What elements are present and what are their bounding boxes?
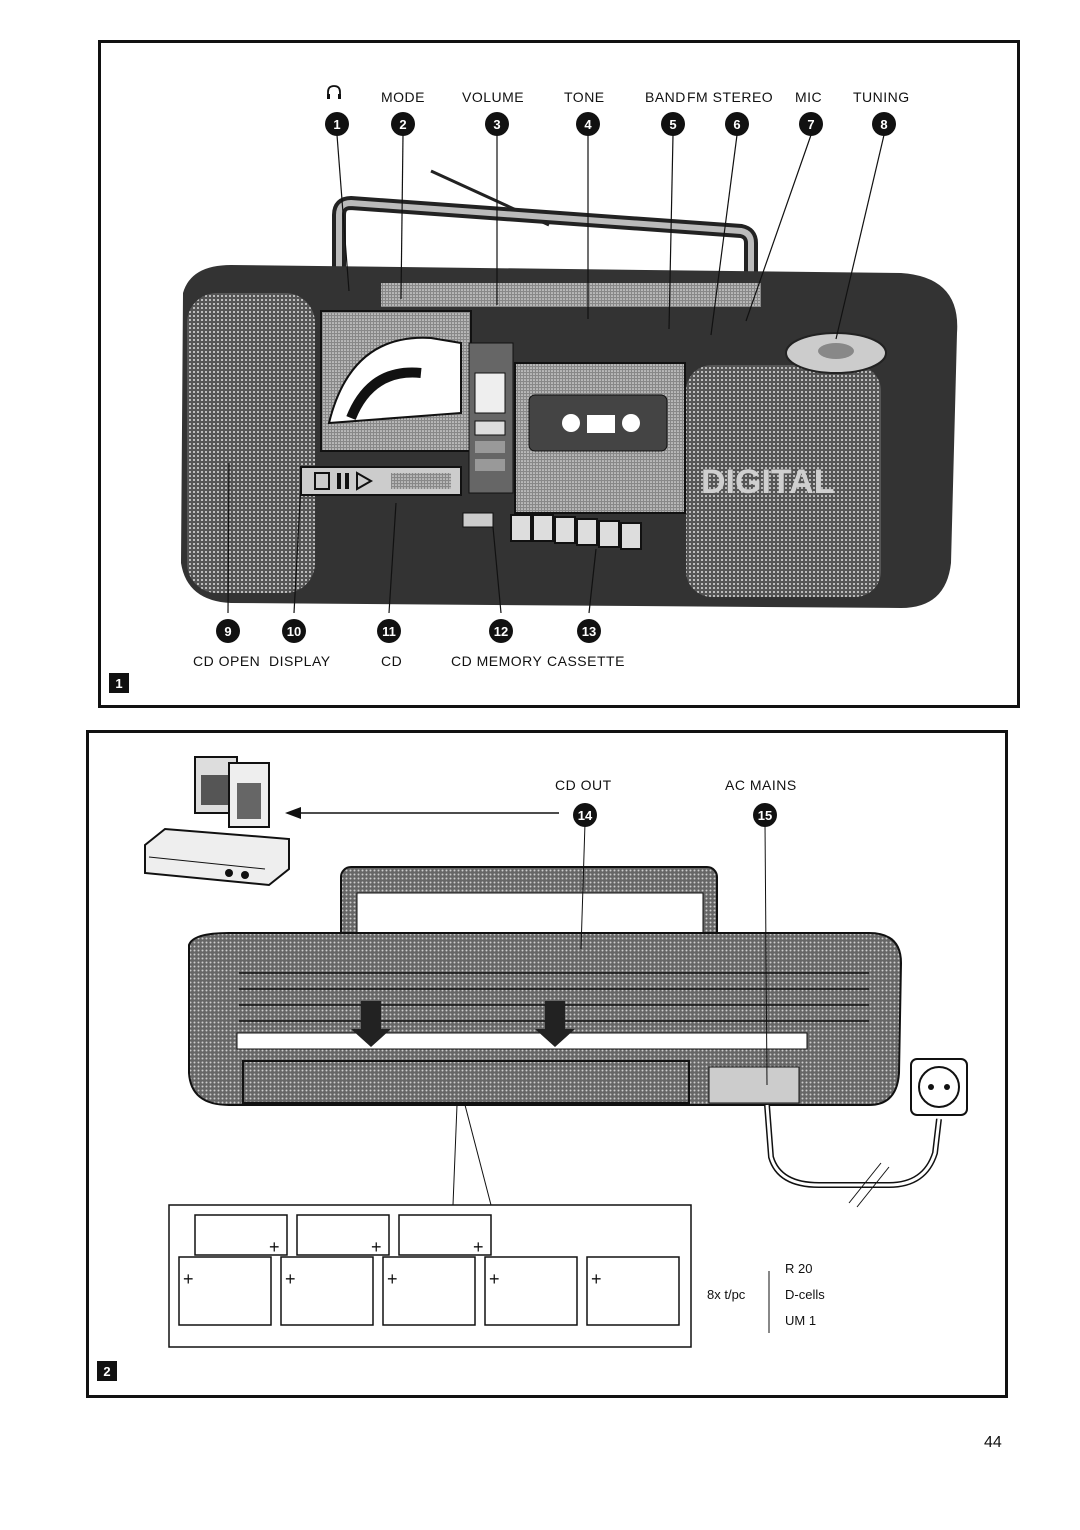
svg-text:+: + bbox=[285, 1269, 296, 1289]
label-fm-stereo: FM STEREO bbox=[687, 89, 774, 105]
radio-front-illustration: DIGITAL bbox=[181, 134, 958, 614]
battery-type-dcells: D-cells bbox=[785, 1287, 825, 1302]
label-display: DISPLAY bbox=[269, 653, 331, 669]
label-mic: MIC bbox=[795, 89, 823, 105]
svg-text:+: + bbox=[371, 1237, 382, 1257]
figure-panel-1: DIGITAL bbox=[98, 40, 1020, 708]
label-cd: CD bbox=[381, 653, 403, 669]
callout-5: 5 bbox=[661, 112, 685, 136]
label-mode: MODE bbox=[381, 89, 425, 105]
battery-type-r20: R 20 bbox=[785, 1261, 813, 1276]
callout-8: 8 bbox=[872, 112, 896, 136]
callout-1: 1 bbox=[325, 112, 349, 136]
radio-back-illustration: +++ +++ ++ bbox=[144, 756, 968, 1348]
label-ac-mains: AC MAINS bbox=[725, 777, 797, 793]
panel-number-2: 2 bbox=[97, 1361, 117, 1381]
label-tuning: TUNING bbox=[853, 89, 910, 105]
panel-number-1: 1 bbox=[109, 673, 129, 693]
speaker-logo: DIGITAL bbox=[701, 463, 834, 501]
svg-text:+: + bbox=[473, 1237, 484, 1257]
label-cd-out: CD OUT bbox=[555, 777, 612, 793]
callout-14: 14 bbox=[573, 803, 597, 827]
callout-2: 2 bbox=[391, 112, 415, 136]
battery-quantity: 8x t/pc bbox=[707, 1287, 746, 1302]
svg-text:+: + bbox=[269, 1237, 280, 1257]
label-cd-memory: CD MEMORY bbox=[451, 653, 543, 669]
figure-panel-2: +++ +++ ++ CD OUT 14 AC MAINS 15 8x t/pc… bbox=[86, 730, 1008, 1398]
callout-6: 6 bbox=[725, 112, 749, 136]
svg-text:+: + bbox=[183, 1269, 194, 1289]
callout-4: 4 bbox=[576, 112, 600, 136]
callout-13: 13 bbox=[577, 619, 601, 643]
callout-10: 10 bbox=[282, 619, 306, 643]
label-band: BAND bbox=[645, 89, 686, 105]
callout-11: 11 bbox=[377, 619, 401, 643]
callout-7: 7 bbox=[799, 112, 823, 136]
svg-text:+: + bbox=[489, 1269, 500, 1289]
label-volume: VOLUME bbox=[462, 89, 525, 105]
callout-3: 3 bbox=[485, 112, 509, 136]
callout-9: 9 bbox=[216, 619, 240, 643]
battery-type-um1: UM 1 bbox=[785, 1313, 817, 1328]
headphones-icon bbox=[325, 83, 343, 104]
label-cd-open: CD OPEN bbox=[193, 653, 261, 669]
callout-15: 15 bbox=[753, 803, 777, 827]
svg-text:+: + bbox=[387, 1269, 398, 1289]
label-tone: TONE bbox=[564, 89, 605, 105]
page-number: 44 bbox=[984, 1434, 1002, 1451]
callout-12: 12 bbox=[489, 619, 513, 643]
svg-text:+: + bbox=[591, 1269, 602, 1289]
label-cassette: CASSETTE bbox=[547, 653, 625, 669]
